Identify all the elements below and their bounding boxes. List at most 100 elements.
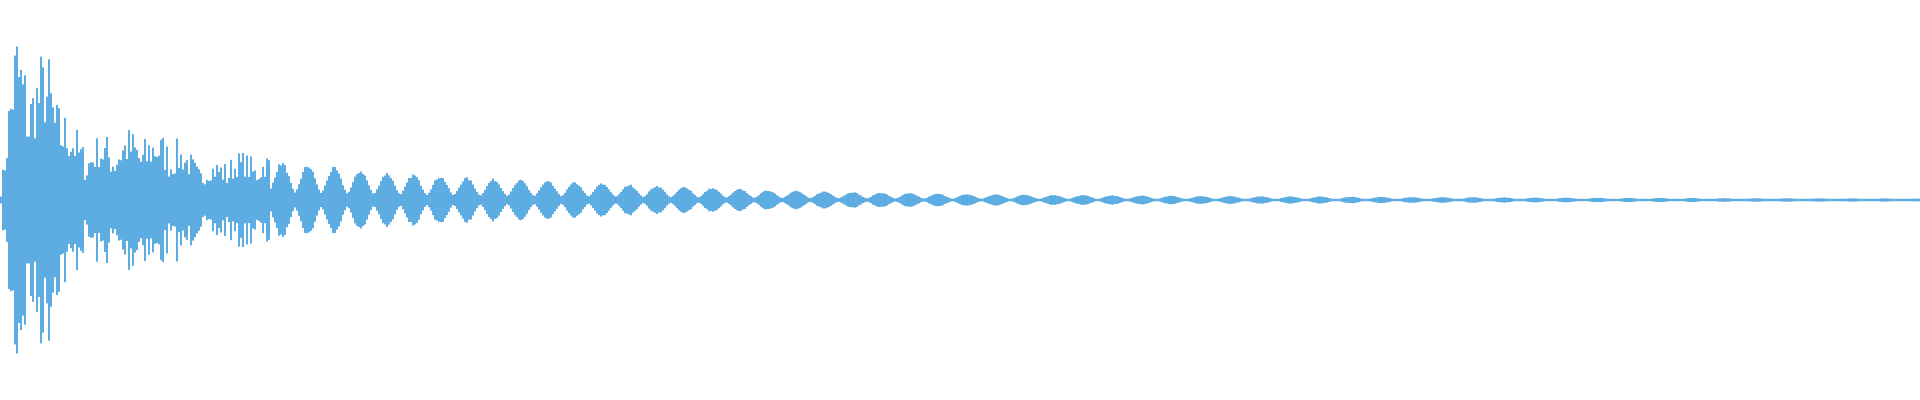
waveform-sample [598, 185, 600, 215]
waveform-sample [1852, 198, 1854, 202]
waveform-sample [1846, 198, 1848, 202]
waveform-sample [1464, 198, 1466, 202]
waveform-sample [1412, 197, 1414, 203]
waveform-sample [462, 181, 464, 219]
waveform-sample [78, 152, 80, 248]
waveform-sample [738, 189, 740, 211]
waveform-sample [1476, 197, 1478, 203]
waveform-sample [366, 180, 368, 220]
waveform-sample [1366, 198, 1368, 202]
waveform-sample [1572, 198, 1574, 202]
waveform-sample [1370, 198, 1372, 202]
waveform-sample [1140, 195, 1142, 205]
waveform-sample [734, 191, 736, 209]
waveform-sample [146, 161, 148, 239]
waveform-sample [330, 171, 332, 229]
waveform-sample [1008, 198, 1010, 202]
waveform-sample [418, 180, 420, 220]
waveform-sample [1748, 198, 1750, 202]
waveform-sample [1368, 198, 1370, 202]
waveform-sample [1730, 198, 1732, 202]
waveform-sample [292, 188, 294, 212]
waveform-sample [456, 191, 458, 209]
waveform-sample [1728, 198, 1730, 202]
waveform-sample [376, 189, 378, 211]
waveform-sample [996, 194, 998, 206]
waveform-sample [596, 186, 598, 214]
waveform-sample [1664, 198, 1666, 202]
waveform-sample [1176, 196, 1178, 204]
waveform-sample [506, 195, 508, 205]
waveform-sample [978, 198, 980, 202]
waveform-sample [768, 191, 770, 209]
waveform-sample [1328, 198, 1330, 202]
waveform-sample [1042, 197, 1044, 203]
waveform-sample [864, 197, 866, 203]
waveform-sample [1600, 197, 1602, 203]
waveform-sample [86, 175, 88, 225]
waveform-sample [1034, 197, 1036, 203]
waveform-sample [792, 191, 794, 209]
waveform-sample [966, 194, 968, 206]
waveform-sample [96, 138, 98, 262]
waveform-sample [1620, 198, 1622, 202]
waveform-sample [936, 193, 938, 207]
waveform-sample [1236, 197, 1238, 203]
waveform-sample [1124, 198, 1126, 202]
waveform-sample [906, 193, 908, 207]
waveform-sample [1806, 198, 1808, 202]
waveform-sample [532, 195, 534, 205]
waveform-sample [1188, 198, 1190, 202]
waveform-sample [1098, 198, 1100, 202]
waveform-sample [540, 187, 542, 213]
waveform-sample [428, 192, 430, 208]
waveform-sample [82, 147, 84, 253]
waveform-sample [1542, 198, 1544, 202]
waveform-sample [1614, 198, 1616, 202]
waveform-sample [212, 168, 214, 232]
waveform-sample [1826, 198, 1828, 202]
waveform-sample [198, 169, 200, 231]
waveform-sample [1510, 198, 1512, 202]
waveform-sample [544, 182, 546, 218]
waveform-sample [1348, 197, 1350, 203]
waveform-sample [232, 178, 234, 222]
waveform-sample [1908, 198, 1910, 202]
waveform-sample [362, 173, 364, 227]
waveform-sample [690, 190, 692, 210]
waveform-sample [1374, 197, 1376, 203]
waveform-sample [930, 195, 932, 205]
waveform-sample [712, 188, 714, 212]
waveform-sample [1718, 198, 1720, 202]
waveform-sample [498, 184, 500, 216]
waveform-sample [678, 189, 680, 211]
waveform-sample [1256, 196, 1258, 204]
waveform-sample [1690, 197, 1692, 203]
waveform-sample [1302, 198, 1304, 202]
waveform-sample [570, 184, 572, 216]
waveform-sample [1010, 198, 1012, 202]
waveform-sample [320, 192, 322, 208]
waveform-sample [1548, 198, 1550, 202]
waveform-sample [1310, 198, 1312, 202]
waveform-sample [1828, 198, 1830, 202]
waveform-sample [1762, 198, 1764, 202]
waveform-sample [1850, 198, 1852, 202]
waveform-sample [688, 189, 690, 211]
waveform-sample [140, 161, 142, 239]
waveform-sample [1240, 198, 1242, 202]
waveform-sample [132, 134, 134, 266]
waveform-sample [168, 176, 170, 224]
waveform-sample [460, 184, 462, 216]
waveform-sample [752, 197, 754, 203]
waveform-sample [1472, 197, 1474, 203]
waveform-sample [564, 192, 566, 208]
waveform-sample [36, 88, 38, 312]
waveform-sample [430, 189, 432, 211]
waveform-sample [778, 196, 780, 204]
waveform-sample [822, 191, 824, 209]
waveform-sample [590, 194, 592, 206]
waveform-sample [1234, 196, 1236, 204]
waveform-sample [1314, 197, 1316, 203]
waveform-sample [1514, 198, 1516, 202]
